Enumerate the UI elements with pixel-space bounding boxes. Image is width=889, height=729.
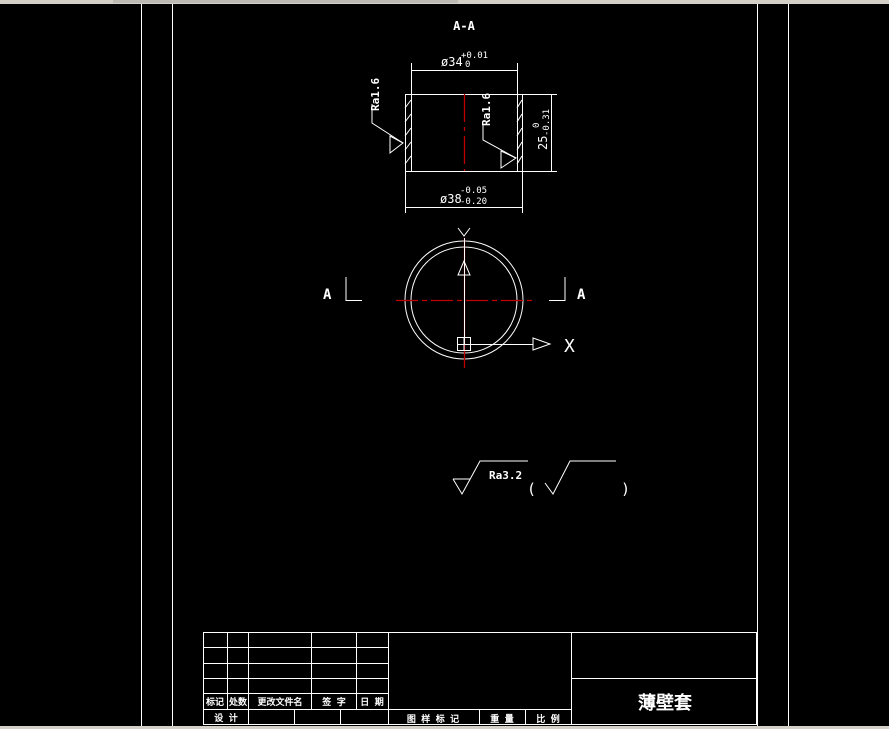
paren-close: ) [621,480,630,498]
roughness-left-label: Ra1.6 [369,78,382,111]
scrollbar-thumb[interactable] [113,0,458,3]
dim-bottom: ø38 [440,192,462,206]
section-view [371,63,557,213]
y-axis-icon [457,227,471,237]
drawing-frame [141,4,789,726]
scale: 比 例 [536,713,559,725]
horizontal-scrollbar[interactable] [0,0,889,4]
dim-bottom-tol-lower: -0.20 [460,197,487,207]
col-file: 更改文件名 [257,696,302,708]
dim-height-tol-upper: 0 [532,123,542,128]
axis-x-label: X [564,336,575,357]
dim-height-tol-lower: -0.31 [542,109,552,136]
section-mark-left: A [323,287,332,303]
title-block [203,632,757,725]
section-mark-right: A [577,287,586,303]
col-sign: 签 字 [321,696,345,708]
col-mark: 标记 [205,696,224,708]
dim-height: 25 [536,136,550,150]
status-bar [0,726,889,729]
general-roughness-label: Ra3.2 [489,469,522,482]
col-count: 处数 [228,696,248,708]
dim-bottom-tol-upper: -0.05 [460,186,487,196]
dim-outer-top-tol-upper: +0.01 [461,51,488,61]
dim-outer-top: ø34 [441,55,463,69]
weight: 重 量 [490,713,513,725]
pattern-mark: 图 样 标 记 [407,713,459,725]
front-view [345,238,566,368]
dim-outer-top-tol-lower: 0 [465,60,470,70]
section-title: A-A [453,19,475,33]
hatch-right [516,99,523,165]
part-name: 薄壁套 [638,692,692,714]
paren-open: ( [527,480,536,498]
roughness-right-label: Ra1.6 [480,93,493,126]
row-design: 设 计 [214,712,237,724]
hatch-left [404,99,412,165]
roughness-symbol-icon [452,460,616,496]
col-date: 日 期 [360,696,383,708]
